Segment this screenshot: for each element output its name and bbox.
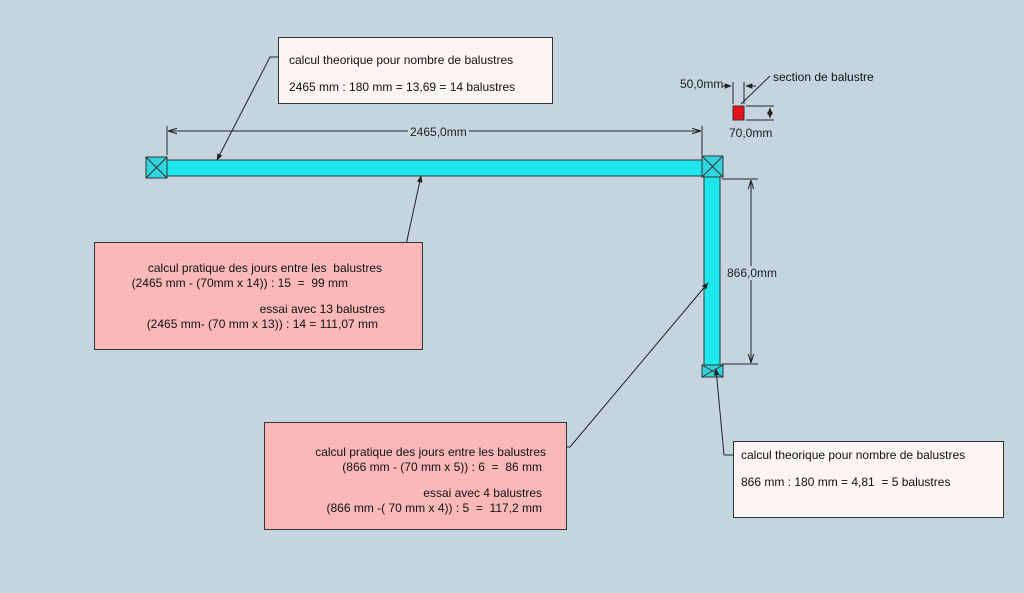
section-rectangle <box>732 105 745 121</box>
note-line: calcul theorique pour nombre de balustre… <box>289 53 514 67</box>
section-title-label: section de balustre <box>773 70 874 84</box>
note-line: (2465 mm- (70 mm x 13)) : 14 = 111,07 mm <box>146 317 378 331</box>
note-line: 2465 mm : 180 mm = 13,69 = 14 balustres <box>289 80 516 94</box>
note-line: calcul pratique des jours entre les balu… <box>315 445 546 459</box>
note-line: essai avec 13 balustres <box>259 302 385 316</box>
post-bottom <box>701 364 724 378</box>
note-line: (866 mm -( 70 mm x 4)) : 5 = 117,2 mm <box>326 501 543 515</box>
section-depth-label: 70,0mm <box>729 126 773 140</box>
note-line: calcul pratique des jours entre les balu… <box>147 261 382 275</box>
right-dimension-label: 866,0mm <box>725 266 780 280</box>
note-top-theory: calcul theorique pour nombre de balustre… <box>278 37 553 104</box>
top-dimension-label: 2465,0mm <box>408 125 469 139</box>
note-line: essai avec 4 balustres <box>423 486 542 500</box>
note-line: (866 mm - (70 mm x 5)) : 6 = 86 mm <box>342 460 542 474</box>
note-right-practical: calcul pratique des jours entre les balu… <box>264 422 567 530</box>
leader-right-practical <box>560 282 709 448</box>
note-line: (2465 mm - (70mm x 14)) : 15 = 99 mm <box>131 276 348 290</box>
post-corner <box>701 155 724 178</box>
balustre-section <box>722 75 774 121</box>
top-rail <box>166 159 703 177</box>
note-top-practical: calcul pratique des jours entre les balu… <box>94 242 423 350</box>
note-right-theory: calcul theorique pour nombre de balustre… <box>733 441 1004 518</box>
section-width-label: 50,0mm <box>680 77 724 91</box>
post-left <box>145 156 168 179</box>
note-line: calcul theorique pour nombre de balustre… <box>741 448 966 462</box>
note-line: 866 mm : 180 mm = 4,81 = 5 balustres <box>741 475 951 489</box>
leader-top-theory <box>216 56 278 161</box>
right-rail <box>703 176 721 366</box>
leader-right-theory <box>713 368 733 456</box>
